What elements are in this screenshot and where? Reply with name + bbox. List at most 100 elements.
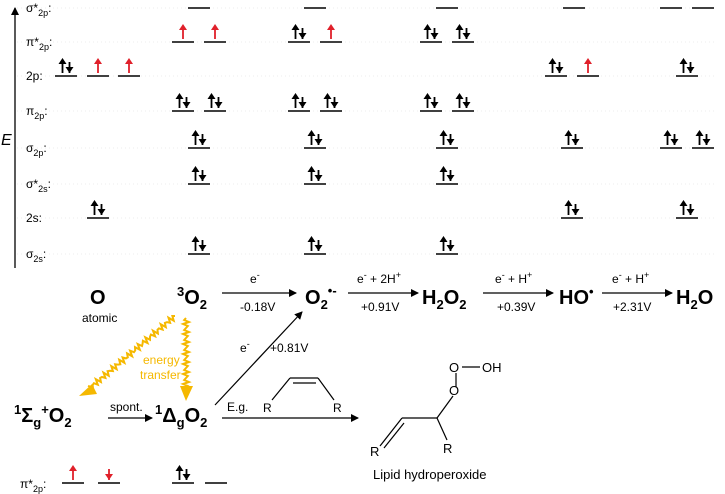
level-label-s2s_star: σ*2s: bbox=[26, 177, 51, 194]
delta-singlet-oxygen: 1ΔgO2 bbox=[155, 402, 207, 430]
arrow-singlet-reduction bbox=[214, 311, 303, 406]
spin-up-arrow-head bbox=[191, 236, 200, 242]
atomic-note: atomic bbox=[82, 311, 117, 325]
spin-down-arrow-head bbox=[314, 139, 323, 145]
singlet-level-label: π*2p: bbox=[20, 477, 46, 494]
spin-up-arrow-head bbox=[307, 166, 316, 172]
level-label-s2s: σ2s: bbox=[26, 247, 46, 264]
superoxide: O2•- bbox=[305, 283, 337, 312]
spin-down-arrow-head bbox=[462, 102, 471, 108]
spin-up-arrow-head bbox=[663, 130, 672, 136]
spin-down-arrow-head bbox=[430, 102, 439, 108]
spin-down-arrow-red-head bbox=[105, 474, 113, 480]
r3-bottom: +0.39V bbox=[497, 300, 535, 314]
eg-label: E.g. bbox=[227, 400, 248, 414]
r1-bottom: -0.18V bbox=[240, 300, 275, 314]
spin-up-arrow-head bbox=[207, 93, 216, 99]
r4-bottom: +2.31V bbox=[613, 300, 651, 314]
alkene-r-left: R bbox=[263, 401, 272, 415]
spin-down-arrow-head bbox=[670, 139, 679, 145]
spin-up-arrow-head bbox=[455, 93, 464, 99]
r5-bottom: +0.81V bbox=[270, 341, 308, 355]
energy-transfer-arrow-down bbox=[180, 317, 192, 389]
spin-up-arrow-head bbox=[548, 58, 557, 64]
spin-up-arrow-head bbox=[439, 166, 448, 172]
spin-up-arrow-red-head bbox=[584, 58, 592, 64]
r4-top: e- + H+ bbox=[612, 270, 649, 286]
lipid-hydroperoxide-structure bbox=[379, 366, 480, 449]
spin-down-arrow-head bbox=[198, 139, 207, 145]
level-label-s2p_star: σ*2p: bbox=[26, 1, 51, 18]
lipid-o-2: O bbox=[449, 383, 459, 398]
level-label-ao2p: 2p: bbox=[26, 69, 43, 83]
spin-down-arrow-head bbox=[702, 139, 711, 145]
level-labels: σ*2p: π*2p: 2p: π2p: σ2p: σ*2s: 2s: σ2s: bbox=[17, 1, 715, 264]
lipid-r-left: R bbox=[370, 444, 379, 459]
level-label-ao2s: 2s: bbox=[26, 211, 42, 225]
spin-up-arrow-red-head bbox=[94, 58, 102, 64]
energy-transfer-arrow-left bbox=[87, 315, 176, 391]
spin-up-arrow-red-head bbox=[211, 24, 219, 30]
spin-up-arrow-head bbox=[191, 166, 200, 172]
energy-transfer-label-1: energy bbox=[143, 353, 180, 367]
r2-bottom: +0.91V bbox=[361, 300, 399, 314]
level-label-p2p_star: π*2p: bbox=[26, 35, 52, 52]
spin-up-arrow-head bbox=[439, 130, 448, 136]
spin-up-arrow-red-head bbox=[179, 24, 187, 30]
spin-down-arrow-head bbox=[571, 139, 580, 145]
r3-top: e- + H+ bbox=[495, 270, 532, 286]
energy-transfer-arrowhead-left bbox=[79, 384, 97, 396]
water: H2O bbox=[676, 287, 713, 312]
spin-down-arrow-head bbox=[198, 175, 207, 181]
alkene-structure bbox=[271, 377, 335, 401]
r2-top: e- + 2H+ bbox=[357, 270, 401, 286]
lipid-caption: Lipid hydroperoxide bbox=[373, 467, 486, 482]
spin-up-arrow-red-head bbox=[69, 465, 77, 471]
spin-down-arrow-head bbox=[198, 245, 207, 251]
spin-down-arrow-head bbox=[571, 209, 580, 215]
spin-up-arrow-head bbox=[679, 58, 688, 64]
sigma-singlet-oxygen: 1Σg+O2 bbox=[14, 402, 72, 430]
spin-up-arrow-head bbox=[191, 130, 200, 136]
singlet-orbitals bbox=[62, 465, 227, 484]
spin-up-arrow-head bbox=[175, 93, 184, 99]
spin-down-arrow-head bbox=[430, 33, 439, 39]
level-label-p2p: π2p: bbox=[26, 104, 48, 121]
spin-down-arrow-head bbox=[182, 474, 191, 480]
spin-down-arrow-head bbox=[446, 175, 455, 181]
spin-up-arrow-head bbox=[564, 130, 573, 136]
species-atomic-oxygen: O atomic bbox=[82, 287, 117, 325]
hydroxyl-radical: HO• bbox=[559, 284, 594, 309]
level-label-s2p: σ2p: bbox=[26, 141, 47, 158]
spin-up-arrow-head bbox=[423, 93, 432, 99]
spin-up-arrow-head bbox=[175, 465, 184, 471]
spin-up-arrow-head bbox=[679, 200, 688, 206]
spin-up-arrow-head bbox=[423, 24, 432, 30]
spin-down-arrow-head bbox=[314, 245, 323, 251]
spin-down-arrow-head bbox=[686, 67, 695, 73]
spin-down-arrow-head bbox=[446, 139, 455, 145]
spont-label: spont. bbox=[110, 400, 143, 414]
spin-up-arrow-red-head bbox=[125, 58, 133, 64]
spin-up-arrow-head bbox=[58, 58, 67, 64]
spin-up-arrow-head bbox=[307, 130, 316, 136]
spin-up-arrow-head bbox=[455, 24, 464, 30]
spin-down-arrow-head bbox=[97, 209, 106, 215]
spin-down-arrow-head bbox=[330, 102, 339, 108]
spin-down-arrow-head bbox=[446, 245, 455, 251]
energy-transfer-arrowhead-down bbox=[180, 386, 193, 401]
energy-transfer-label-2: transfer bbox=[140, 368, 181, 382]
orbital-levels bbox=[55, 7, 714, 255]
lipid-o-1: O bbox=[449, 360, 459, 375]
spin-down-arrow-head bbox=[555, 67, 564, 73]
spin-down-arrow-head bbox=[182, 102, 191, 108]
triplet-oxygen: 3O2 bbox=[177, 284, 207, 312]
r1-top: e- bbox=[250, 270, 260, 286]
spin-down-arrow-head bbox=[65, 67, 74, 73]
spin-up-arrow-head bbox=[564, 200, 573, 206]
spin-down-arrow-head bbox=[686, 209, 695, 215]
r5-top: e- bbox=[240, 339, 250, 355]
spin-up-arrow-head bbox=[307, 236, 316, 242]
spin-down-arrow-head bbox=[298, 102, 307, 108]
